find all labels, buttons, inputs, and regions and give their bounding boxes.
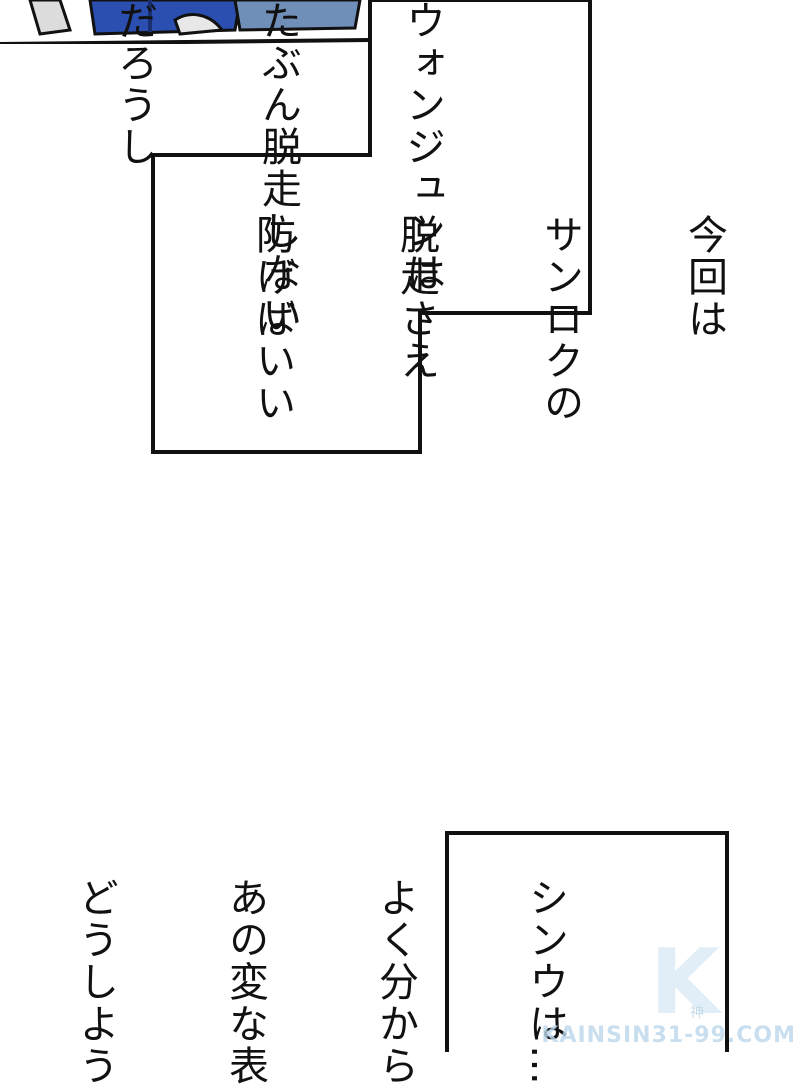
narration-text-1: ウォンジュンは たぶん脱走しない だろうし (62, 0, 542, 336)
narration-line: どうしよう (72, 877, 118, 1087)
watermark-site: KAINSIN31-99.COM (541, 1023, 796, 1048)
narration-line: サンロクの (537, 214, 583, 424)
narration-text-3: シンウは… よく分から あの変な表 どうしよう (20, 877, 670, 1087)
narration-line: たぶん脱走しない (255, 0, 301, 336)
narration-box-outline (151, 0, 729, 1052)
narration-line: よく分から (372, 877, 418, 1087)
narration-line: あの変な表 (222, 877, 268, 1087)
comic-art-fragment (0, 0, 400, 44)
narration-line: シンウは… (522, 877, 568, 1087)
watermark-logo: KAINSIN31-99.COM (541, 1023, 796, 1048)
narration-line: ウォンジュンは (399, 0, 445, 294)
narration-line: 今回は (681, 214, 727, 340)
watermark-letter: K (650, 930, 720, 1035)
watermark-kanji: 神 (690, 1005, 704, 1021)
narration-text-2: 今回は サンロクの 脱走さえ 防げばいい (200, 214, 800, 424)
narration-line: だろうし (111, 0, 157, 168)
narration-line: 防げばいい (249, 214, 295, 424)
narration-line: 脱走さえ (393, 214, 439, 382)
